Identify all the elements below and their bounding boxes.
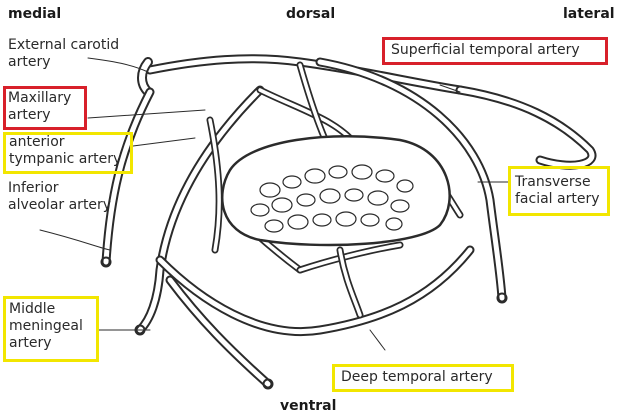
highlight-box-maxillary — [3, 86, 87, 130]
superficial-temporal-vessel — [455, 85, 597, 170]
orientation-lateral: lateral — [563, 6, 615, 22]
highlight-box-middle-meningeal — [3, 296, 99, 362]
highlight-box-transverse-facial — [508, 166, 610, 216]
leader-lines — [39, 57, 509, 351]
highlight-box-anterior-tympanic — [3, 132, 133, 174]
label-external-carotid-artery: External carotid artery — [8, 37, 120, 70]
label-superficial-temporal-artery: Superficial temporal artery — [391, 42, 580, 58]
orientation-medial: medial — [8, 6, 62, 22]
highlight-box-superficial-temporal — [382, 37, 608, 65]
label-anterior-tympanic-artery: anterior tympanic artery — [9, 134, 122, 167]
label-transverse-facial-artery: Transverse facial artery — [515, 174, 600, 207]
orientation-dorsal: dorsal — [286, 6, 336, 22]
label-middle-meningeal-artery: Middle meningeal artery — [9, 301, 83, 351]
orientation-ventral: ventral — [280, 398, 337, 414]
label-deep-temporal-artery: Deep temporal artery — [341, 369, 493, 385]
label-maxillary-artery: Maxillary artery — [8, 90, 72, 123]
label-inferior-alveolar-artery: Inferior alveolar artery — [8, 180, 112, 213]
highlight-box-deep-temporal — [332, 364, 514, 392]
inferior-alveolar-vessel — [101, 87, 155, 267]
